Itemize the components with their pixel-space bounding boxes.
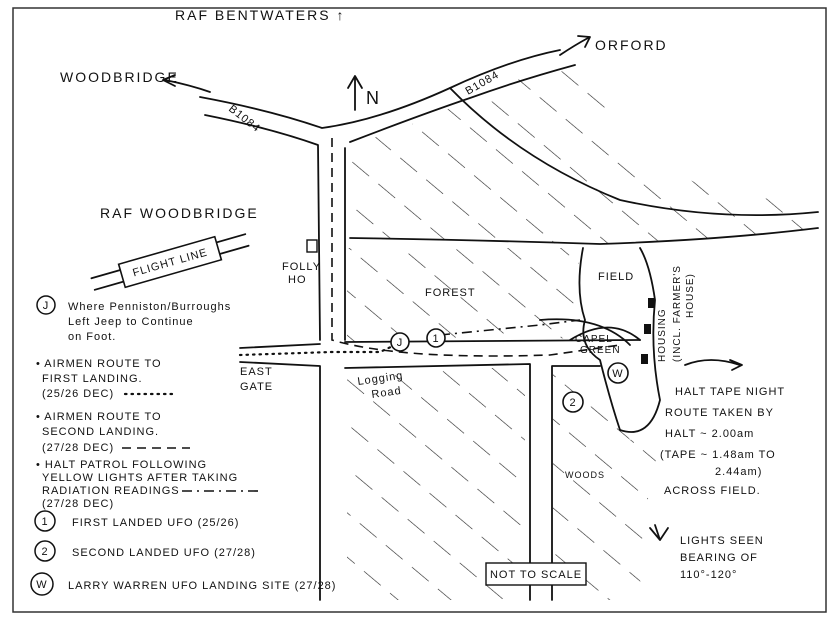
svg-text:2.44am): 2.44am) [715,466,762,478]
legend-item-first-ufo: 1 FIRST LANDED UFO (25/26) [34,510,239,532]
svg-text:(27/28 DEC): (27/28 DEC) [42,442,114,454]
svg-text:ROUTE TAKEN BY: ROUTE TAKEN BY [665,407,774,419]
upper-forest-area [352,62,818,245]
label-road: Road [371,385,403,401]
forest-area [347,248,580,342]
svg-text:110°-120°: 110°-120° [680,569,737,581]
note-lights: LIGHTS SEEN BEARING OF 110°-120° [680,535,764,581]
label-east: EAST [240,366,273,378]
legend-item-route-second: • AIRMEN ROUTE TO SECOND LANDING. (27/28… [36,411,190,454]
label-field: FIELD [598,271,634,283]
map-border [12,7,827,613]
svg-text:• AIRMEN ROUTE TO: • AIRMEN ROUTE TO [36,358,162,370]
flight-line-runway: FLIGHT LINE [90,233,250,291]
arrow-woodbridge-icon [162,74,211,93]
legend-item-warren-site: W LARRY WARREN UFO LANDING SITE (27/28) [30,572,336,596]
label-woods: WOODS [565,470,605,480]
arrow-orford-icon [559,35,591,56]
svg-text:HALT TAPE NIGHT: HALT TAPE NIGHT [675,386,785,398]
marker-1: 1 [426,328,446,348]
woods-area [553,370,656,600]
marker-j: J [390,332,410,352]
svg-text:SECOND LANDED UFO (27/28): SECOND LANDED UFO (27/28) [72,547,256,559]
svg-text:J: J [397,337,404,349]
svg-text:Left Jeep to Continue: Left Jeep to Continue [68,316,194,328]
svg-text:SECOND LANDING.: SECOND LANDING. [42,426,159,438]
svg-text:on Foot.: on Foot. [68,331,116,343]
label-north: N [366,88,380,108]
label-housing-incl: (INCL. FARMER'S [672,265,683,362]
arrow-halt-route-icon [684,359,743,371]
svg-text:1: 1 [432,333,439,345]
marker-w: W [607,362,629,384]
legend-item-j: J Where Penniston/Burroughs Left Jeep to… [36,295,231,343]
label-housing-house: HOUSE) [685,273,696,318]
label-raf-woodbridge: RAF WOODBRIDGE [100,205,259,221]
svg-text:• AIRMEN ROUTE TO: • AIRMEN ROUTE TO [36,411,162,423]
southwest-woods-area [347,368,525,600]
label-orford: ORFORD [595,37,668,53]
housing-blocks [641,298,655,364]
svg-text:J: J [43,300,50,312]
svg-text:ACROSS FIELD.: ACROSS FIELD. [664,485,761,497]
svg-text:FIRST LANDED UFO (25/26): FIRST LANDED UFO (25/26) [72,517,239,529]
svg-text:• HALT PATROL FOLLOWING: • HALT PATROL FOLLOWING [36,459,207,471]
svg-text:1: 1 [41,516,48,528]
label-road-b1084-west: B1084 [226,103,262,135]
svg-text:2: 2 [41,546,48,558]
not-to-scale-box: NOT TO SCALE [485,562,587,586]
svg-text:LARRY WARREN UFO LANDING SITE: LARRY WARREN UFO LANDING SITE (27/28) [68,580,336,592]
label-folly: FOLLY [282,261,321,273]
label-forest: FOREST [425,287,476,299]
label-ho: HO [288,274,307,286]
svg-text:W: W [612,368,623,380]
legend-item-second-ufo: 2 SECOND LANDED UFO (27/28) [34,540,256,562]
label-gate: GATE [240,381,273,393]
legend-item-halt-patrol: • HALT PATROL FOLLOWING YELLOW LIGHTS AF… [36,459,262,510]
svg-text:(TAPE ~ 1.48am TO: (TAPE ~ 1.48am TO [660,449,776,461]
svg-text:(25/26 DEC): (25/26 DEC) [42,388,114,400]
legend-item-route-first: • AIRMEN ROUTE TO FIRST LANDING. (25/26 … [36,358,177,400]
legend: J Where Penniston/Burroughs Left Jeep to… [30,295,336,596]
label-not-to-scale: NOT TO SCALE [490,569,582,581]
label-green: GREEN [580,345,621,356]
label-woodbridge: WOODBRIDGE [60,69,179,85]
svg-text:Where Penniston/Burroughs: Where Penniston/Burroughs [68,301,231,313]
svg-text:2: 2 [569,397,576,409]
svg-text:HALT ~ 2.00am: HALT ~ 2.00am [665,428,754,440]
svg-text:(27/28 DEC): (27/28 DEC) [42,498,114,510]
svg-text:BEARING OF: BEARING OF [680,552,758,564]
label-raf-bentwaters: RAF BENTWATERS ↑ [175,7,345,23]
svg-text:RADIATION READINGS: RADIATION READINGS [42,485,180,497]
svg-text:LIGHTS SEEN: LIGHTS SEEN [680,535,764,547]
north-arrow-icon [347,75,363,111]
folly-house-marker [306,239,318,253]
label-housing: HOUSING [657,308,668,362]
arrow-lights-icon [649,524,669,541]
marker-2: 2 [562,391,584,413]
note-halt-tape: HALT TAPE NIGHT ROUTE TAKEN BY HALT ~ 2.… [660,386,785,497]
svg-text:YELLOW LIGHTS AFTER TAKING: YELLOW LIGHTS AFTER TAKING [42,472,238,484]
svg-text:FIRST LANDING.: FIRST LANDING. [42,373,143,385]
roads [199,49,819,601]
svg-text:W: W [36,579,47,591]
label-capel: CAPEL [575,334,613,345]
